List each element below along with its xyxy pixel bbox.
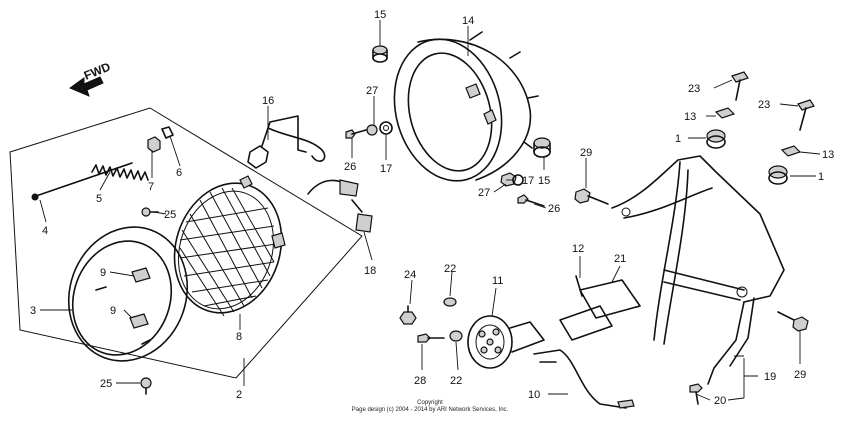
fwd-arrow: FWD: [68, 59, 113, 97]
callout-15a: 15: [374, 9, 386, 21]
callout-28: 28: [414, 375, 426, 387]
copyright-line1: Copyright: [417, 400, 443, 406]
mount-hardware-upper: [345, 121, 393, 139]
callout-22b: 22: [450, 375, 462, 387]
sealed-beam-unit: [173, 175, 286, 317]
callout-21: 21: [614, 253, 626, 265]
copyright-notice: Copyright Page design (c) 2004 - 2014 by…: [300, 400, 560, 414]
copyright-line2: Page design (c) 2004 - 2014 by ARI Netwo…: [351, 407, 509, 413]
callout-18: 18: [364, 265, 376, 277]
connector-18: [307, 179, 373, 233]
callout-1a: 1: [675, 133, 681, 145]
callout-1b: 1: [818, 171, 824, 183]
callout-25b: 25: [100, 378, 112, 390]
socket-wiring-16: [247, 115, 326, 169]
callout-23a: 23: [688, 83, 700, 95]
assembly-outline: [9, 107, 363, 379]
callout-2: 2: [236, 389, 242, 401]
callout-19: 19: [764, 371, 776, 383]
callout-27a: 27: [366, 85, 378, 97]
callout-10: 10: [528, 389, 540, 401]
callout-4: 4: [42, 225, 48, 237]
callout-23b: 23: [758, 99, 770, 111]
callout-29a: 29: [580, 147, 592, 159]
callout-26b: 26: [548, 203, 560, 215]
callout-9a: 9: [100, 267, 106, 279]
callout-13b: 13: [822, 149, 834, 161]
headlight-rim: [67, 226, 189, 362]
callout-24: 24: [404, 269, 416, 281]
callout-29b: 29: [794, 369, 806, 381]
callout-20: 20: [714, 395, 726, 407]
bracket-12-21: [559, 275, 641, 341]
mount-stack-right: [768, 99, 815, 185]
nut-7: [147, 136, 161, 153]
callout-12: 12: [572, 243, 584, 255]
hardware-24-22-28: [399, 297, 463, 343]
mount-stack-left: [706, 71, 749, 149]
callout-15b: 15: [538, 175, 550, 187]
callout-labels: 1 1 2 3 4 5 6 7 8 9 9 10 11 12 13 13 14 …: [30, 9, 834, 407]
callout-9b: 9: [110, 305, 116, 317]
callout-8: 8: [236, 331, 242, 343]
headlight-case: [393, 31, 539, 182]
callout-26a: 26: [344, 161, 356, 173]
bushing-15-upper: [372, 45, 388, 63]
callout-3: 3: [30, 305, 36, 317]
callout-16: 16: [262, 95, 274, 107]
callout-17b: 17: [522, 175, 534, 187]
callout-13a: 13: [684, 111, 696, 123]
screw-25-lower: [140, 377, 152, 395]
bolt-29-lower: [777, 311, 809, 332]
callout-25a: 25: [164, 209, 176, 221]
callout-27b: 27: [478, 187, 490, 199]
spring: [91, 164, 149, 181]
callout-5: 5: [96, 193, 102, 205]
horn-wire: [533, 349, 635, 409]
bolt-29-upper: [574, 188, 609, 205]
callout-11: 11: [492, 275, 503, 287]
headlight-stay: [611, 155, 785, 385]
callout-14: 14: [462, 15, 474, 27]
leader-lines: [39, 20, 821, 401]
horn: [467, 315, 545, 369]
callout-7: 7: [148, 181, 154, 193]
callout-17a: 17: [380, 163, 392, 175]
clip-6: [161, 126, 174, 139]
callout-22a: 22: [444, 263, 456, 275]
mount-hardware-lower: [500, 172, 545, 207]
bushing-15-lower: [533, 137, 551, 158]
callout-6: 6: [176, 167, 182, 179]
